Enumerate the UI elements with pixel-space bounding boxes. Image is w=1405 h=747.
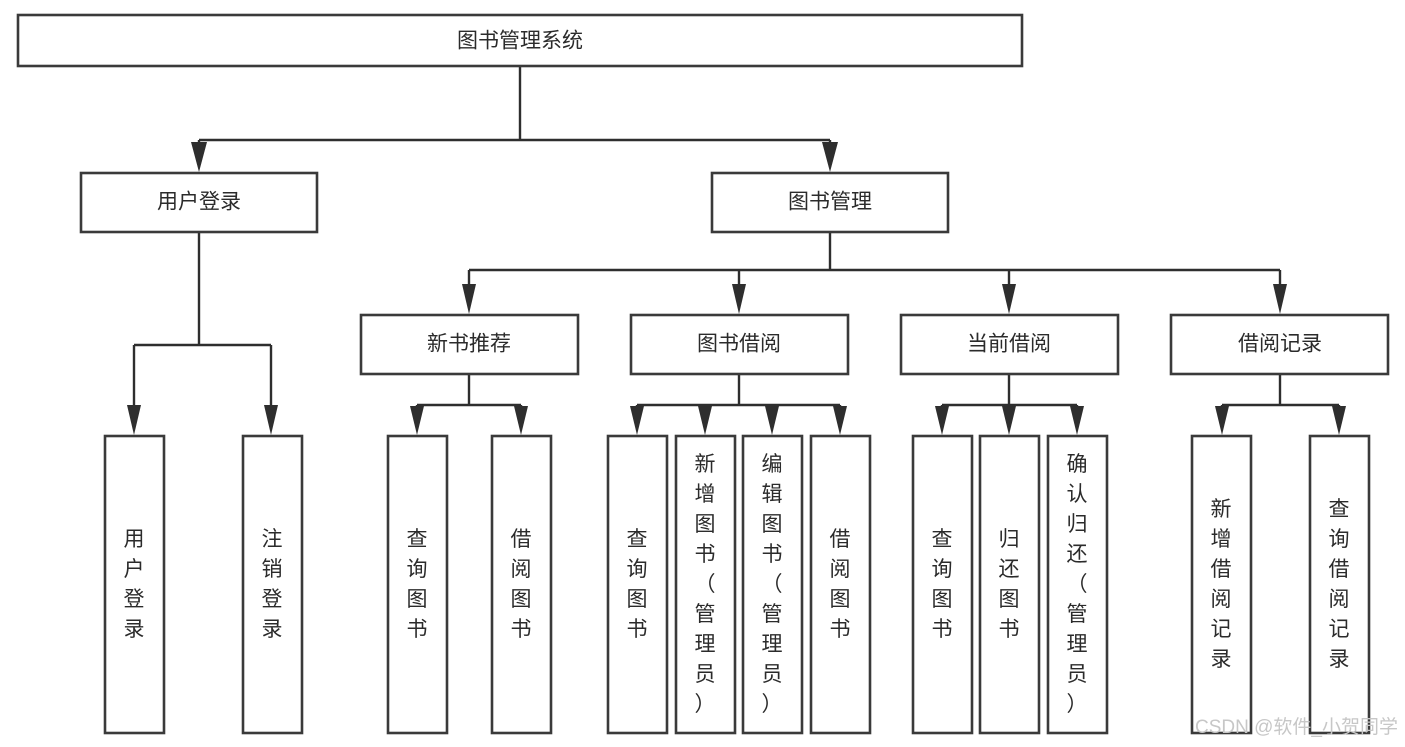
node-borrow-record[interactable]: 借阅记录 [1169,313,1390,376]
node-leaf-edit-book-label: 编辑图书（管理员） [762,453,783,716]
node-leaf-query-book-1-label: 查询图书 [407,528,428,641]
node-leaf-user-logout[interactable]: 注销登录 [241,434,304,735]
node-leaf-query-book-1-box[interactable] [386,434,449,735]
node-leaf-query-book-3[interactable]: 查询图书 [911,434,974,735]
arrow-to-leaf-add-book [698,406,712,435]
node-new-book-recommend[interactable]: 新书推荐 [359,313,580,376]
node-leaf-borrow-book-1-box[interactable] [490,434,553,735]
node-user-login-box[interactable] [79,171,319,234]
node-book-manage[interactable]: 图书管理 [710,171,950,234]
node-book-borrow-box[interactable] [629,313,850,376]
node-current-borrow-box[interactable] [899,313,1120,376]
node-leaf-add-record-box[interactable] [1190,434,1253,735]
arrow-to-leaf-edit-book [765,406,779,435]
edge-group-book-borrow-to-leaves [630,374,847,435]
node-root-label: 图书管理系统 [457,30,583,53]
arrow-to-leaf-query-record [1332,406,1346,435]
arrow-to-leaf-user-login [127,405,141,435]
arrow-to-leaf-return-book [1002,406,1016,435]
arrow-to-borrow-record [1273,284,1287,314]
node-leaf-confirm-return-label: 确认归还（管理员） [1067,453,1088,716]
node-user-login-label: 用户登录 [157,191,241,214]
node-leaf-add-book-box[interactable] [674,434,737,735]
node-leaf-borrow-book-1-label: 借阅图书 [511,528,532,641]
node-leaf-edit-book[interactable]: 编辑图书（管理员） [741,434,804,735]
node-book-manage-box[interactable] [710,171,950,234]
edge-group-root-to-level2 [191,66,838,172]
node-leaf-return-book-box[interactable] [978,434,1041,735]
node-leaf-add-book[interactable]: 新增图书（管理员） [674,434,737,735]
node-book-borrow[interactable]: 图书借阅 [629,313,850,376]
node-leaf-confirm-return-box[interactable] [1046,434,1109,735]
edge-group-user-login-to-leaves [127,232,278,435]
node-leaf-query-book-3-box[interactable] [911,434,974,735]
arrow-to-leaf-query-book-3 [935,406,949,435]
arrow-to-current-borrow [1002,284,1016,314]
arrow-to-book-borrow [732,284,746,314]
node-borrow-record-box[interactable] [1169,313,1390,376]
node-leaf-user-login[interactable]: 用户登录 [103,434,166,735]
node-leaf-borrow-book-2-label: 借阅图书 [830,528,851,641]
node-leaf-borrow-book-1[interactable]: 借阅图书 [490,434,553,735]
arrow-to-leaf-borrow-book-1 [514,406,528,435]
arrow-to-leaf-query-book-2 [630,406,644,435]
node-leaf-user-login-box[interactable] [103,434,166,735]
node-leaf-borrow-book-2-box[interactable] [809,434,872,735]
node-leaf-add-record-label: 新增借阅记录 [1211,498,1232,671]
node-new-book-recommend-box[interactable] [359,313,580,376]
node-leaf-return-book[interactable]: 归还图书 [978,434,1041,735]
node-new-book-recommend-label: 新书推荐 [427,333,511,356]
node-borrow-record-label: 借阅记录 [1238,333,1322,356]
node-leaf-query-book-3-label: 查询图书 [932,528,953,641]
arrow-to-user-login [191,142,207,172]
node-leaf-add-book-label: 新增图书（管理员） [695,453,716,716]
node-book-manage-label: 图书管理 [788,191,872,214]
arrow-to-leaf-query-book-1 [410,406,424,435]
node-leaf-confirm-return[interactable]: 确认归还（管理员） [1046,434,1109,735]
arrow-to-leaf-user-logout [264,405,278,435]
arrow-to-leaf-confirm-return [1070,406,1084,435]
node-leaf-query-book-2-label: 查询图书 [627,528,648,641]
arrow-to-book-manage [822,142,838,172]
arrow-to-new-book-recommend [462,284,476,314]
node-current-borrow[interactable]: 当前借阅 [899,313,1120,376]
node-leaf-add-record[interactable]: 新增借阅记录 [1190,434,1253,735]
node-root-box[interactable] [16,13,1024,68]
edge-group-book-manage-to-level3 [462,232,1287,314]
arrow-to-leaf-borrow-book-2 [833,406,847,435]
node-leaf-query-record[interactable]: 查询借阅记录 [1308,434,1371,735]
node-leaf-user-login-label: 用户登录 [124,528,145,641]
node-leaf-query-book-2[interactable]: 查询图书 [606,434,669,735]
node-leaf-user-logout-label: 注销登录 [262,528,283,641]
edge-group-borrow-record-to-leaves [1215,374,1346,435]
node-root[interactable]: 图书管理系统 [16,13,1024,68]
node-book-borrow-label: 图书借阅 [697,333,781,356]
node-leaf-query-record-label: 查询借阅记录 [1329,498,1350,671]
node-user-login[interactable]: 用户登录 [79,171,319,234]
csdn-watermark: CSDN @软件_小贺同学 [1195,716,1398,738]
node-leaf-edit-book-box[interactable] [741,434,804,735]
node-leaf-query-record-box[interactable] [1308,434,1371,735]
node-current-borrow-label: 当前借阅 [967,333,1051,356]
arrow-to-leaf-add-record [1215,406,1229,435]
node-leaf-return-book-label: 归还图书 [999,528,1020,641]
edge-group-new-book-recommend-to-leaves [410,374,528,435]
node-leaf-user-logout-box[interactable] [241,434,304,735]
node-leaf-query-book-1[interactable]: 查询图书 [386,434,449,735]
edge-group-current-borrow-to-leaves [935,374,1084,435]
node-leaf-query-book-2-box[interactable] [606,434,669,735]
node-leaf-borrow-book-2[interactable]: 借阅图书 [809,434,872,735]
